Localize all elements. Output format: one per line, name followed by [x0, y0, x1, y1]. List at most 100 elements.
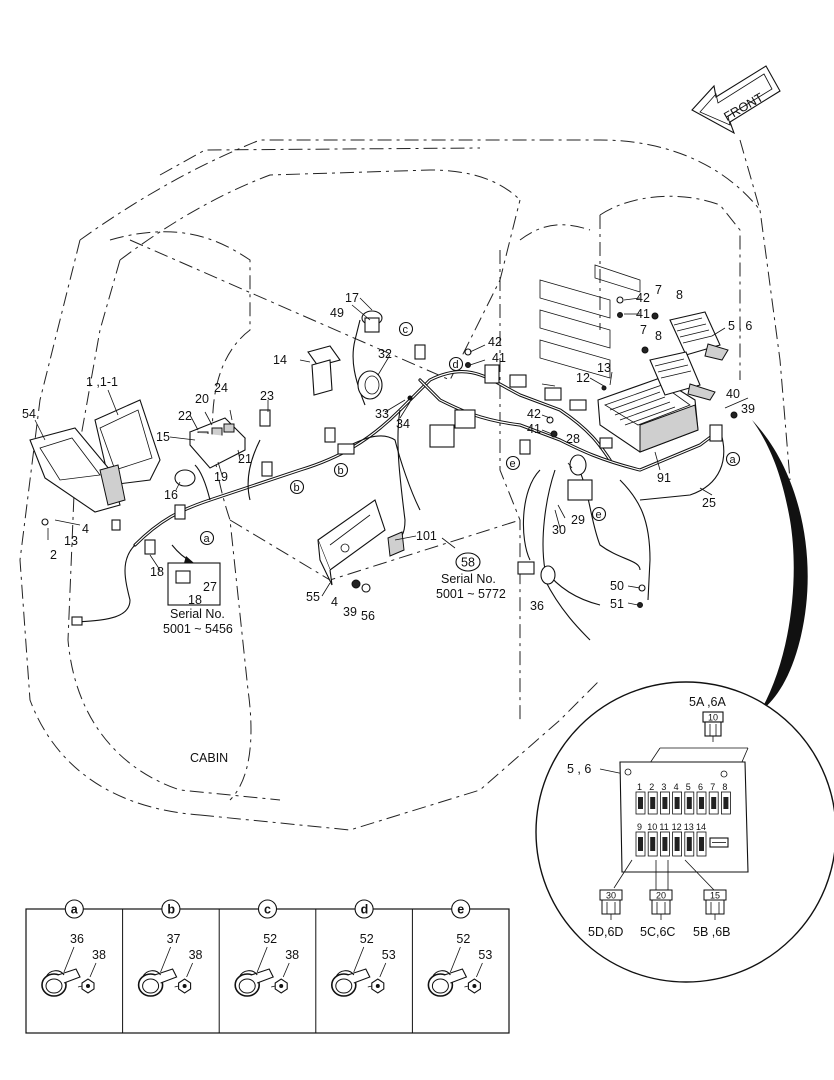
- fuse-label: 5B ,6B: [693, 925, 731, 939]
- part-number-labels: 1 ,1-1 54 4 13 2 15 16 22 20 24 23 21 19…: [22, 283, 755, 623]
- fuse-number: 4: [674, 782, 679, 792]
- fuse-slot: 12: [672, 822, 682, 857]
- fuse-number: 1: [637, 782, 642, 792]
- clamp-cell: b 37 38: [122, 899, 203, 1033]
- serial-inset-18: [167, 544, 221, 606]
- serial-note-title: Serial No.: [170, 607, 225, 621]
- monitor-assembly: [29, 399, 161, 513]
- fuse-number: 10: [647, 822, 657, 832]
- part-label: 91: [657, 471, 671, 485]
- serial-note-range: 5001 ~ 5456: [163, 622, 233, 636]
- part-label: 23: [260, 389, 274, 403]
- clamp-number: 52: [456, 932, 470, 946]
- part-label: 17: [345, 291, 359, 305]
- clamp-marker-a: a: [730, 454, 737, 466]
- part-label: 15: [156, 430, 170, 444]
- part-label: 18: [188, 593, 202, 607]
- wire-harness: [77, 319, 725, 641]
- fuse-number: 5: [686, 782, 691, 792]
- fuse-number: 9: [637, 822, 642, 832]
- part-label: 41: [492, 351, 506, 365]
- part-label: 42: [527, 407, 541, 421]
- part-label: 50: [610, 579, 624, 593]
- part-label: 56: [361, 609, 375, 623]
- part-label: 55: [306, 590, 320, 604]
- fuse-label: 5C,6C: [640, 925, 675, 939]
- clamp-letter: c: [264, 903, 271, 917]
- detail-pointer: [752, 420, 808, 712]
- clamp-number: 36: [70, 932, 84, 946]
- fuse-slot: 6: [696, 782, 707, 815]
- part-17: [361, 310, 383, 333]
- fuse-rating: 30: [606, 891, 616, 901]
- clamp-marker-d: d: [453, 359, 459, 371]
- controller-55: [317, 499, 405, 586]
- part-label: 21: [238, 452, 252, 466]
- part-label: 29: [571, 513, 585, 527]
- fuse-number: 13: [684, 822, 694, 832]
- part-label: 36: [530, 599, 544, 613]
- fuse-number: 14: [696, 822, 706, 832]
- part-label: 5 , 6: [728, 319, 752, 333]
- clamp-marker-a: a: [204, 533, 211, 545]
- bolt-number: 53: [478, 948, 492, 962]
- part-14: [307, 345, 341, 396]
- switch-panel: [189, 417, 246, 469]
- clamp-letter: b: [167, 903, 175, 917]
- part-label: 28: [566, 432, 580, 446]
- part-label: 19: [214, 470, 228, 484]
- part-label: 1 ,1-1: [86, 375, 118, 389]
- fuse-box-91: [597, 377, 699, 453]
- cabin-outline: [19, 139, 791, 831]
- part-label: 13: [597, 361, 611, 375]
- part-label: 41: [636, 307, 650, 321]
- clamp-number: 37: [167, 932, 181, 946]
- part-label: 101: [416, 529, 437, 543]
- part-label: 22: [178, 409, 192, 423]
- fuse-top-label: 5A ,6A: [689, 695, 726, 709]
- part-label: 39: [343, 605, 357, 619]
- part-label: 32: [378, 347, 392, 361]
- clamp-number: 52: [263, 932, 277, 946]
- part-label: 33: [375, 407, 389, 421]
- callout-58-label: 58: [461, 556, 475, 570]
- clamp-letter: d: [361, 903, 369, 917]
- frame-slots: [539, 264, 641, 379]
- fuse-number: 7: [710, 782, 715, 792]
- bolt-number: 38: [92, 948, 106, 962]
- part-label: 30: [552, 523, 566, 537]
- fuse-slot: 1: [635, 782, 646, 815]
- fuse-box-label: 5 , 6: [567, 762, 591, 776]
- part-label: 7: [655, 283, 662, 297]
- part-label: 4: [331, 595, 338, 609]
- fuse-number: 8: [722, 782, 727, 792]
- front-label: FRONT: [721, 90, 766, 124]
- part-label: 40: [726, 387, 740, 401]
- part-label: 39: [741, 402, 755, 416]
- part-32: [357, 370, 383, 400]
- callout-58: 58: [455, 552, 481, 572]
- part-label: 7: [640, 323, 647, 337]
- clamp-number: 52: [360, 932, 374, 946]
- part-label: 24: [214, 381, 228, 395]
- bolt-number: 38: [285, 948, 299, 962]
- fasteners: [41, 296, 738, 608]
- leader-lines: [34, 297, 749, 606]
- part-label: 4: [82, 522, 89, 536]
- part-label: 41: [527, 422, 541, 436]
- fuse-number: 12: [672, 822, 682, 832]
- part-label: 27: [203, 580, 217, 594]
- fuse-slot: 11: [659, 822, 670, 857]
- fuse-slot: 10: [647, 822, 658, 857]
- bolt-number: 38: [189, 948, 203, 962]
- part-label: 14: [273, 353, 287, 367]
- clamp-cell: c 52 38: [218, 899, 299, 1033]
